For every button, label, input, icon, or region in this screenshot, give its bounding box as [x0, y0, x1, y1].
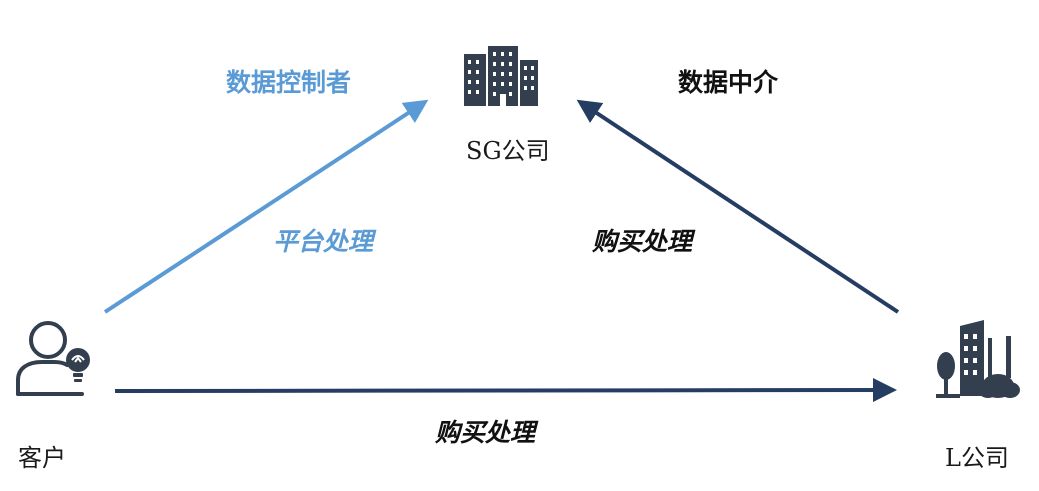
arrow-customer-to-sg [103, 99, 429, 314]
sg-company-label: SG公司 [466, 137, 550, 165]
purchase-processing-lower-label: 购买处理 [435, 418, 536, 447]
data-intermediary-label: 数据中介 [678, 68, 779, 97]
customer-label: 客户 [18, 444, 66, 472]
arrow-l-to-sg [576, 99, 900, 314]
office-buildings-icon [464, 46, 538, 106]
platform-processing-label: 平台处理 [273, 227, 374, 256]
person-with-lightbulb-icon [16, 321, 90, 396]
data-controller-label: 数据控制者 [226, 68, 352, 97]
purchase-processing-upper-label: 购买处理 [592, 227, 693, 256]
building-with-trees-icon [936, 320, 1020, 398]
l-company-label: L公司 [945, 444, 1009, 472]
arrow-customer-to-l [114, 378, 897, 403]
